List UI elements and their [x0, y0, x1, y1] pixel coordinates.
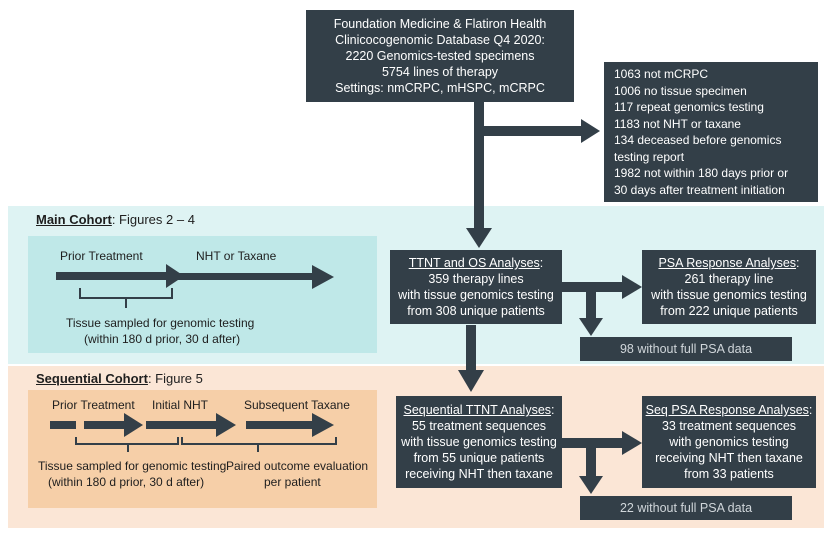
main-cohort-subtitle: : Figures 2 – 4: [111, 212, 195, 227]
main-nht-taxane-label: NHT or Taxane: [196, 249, 277, 263]
exclusion-line: testing report: [614, 149, 685, 164]
exclusion-line: 1982 not within 180 days prior or: [614, 166, 789, 180]
psa-header-text: PSA Response Analyses: [658, 256, 797, 270]
seq-psa-header: Seq PSA Response Analyses:: [646, 402, 813, 418]
ttnt-os-line: with tissue genomics testing: [398, 288, 554, 302]
seq-ttnt-line: from 55 unique patients: [413, 451, 545, 465]
seq-ttnt-line: with tissue genomics testing: [401, 435, 557, 449]
seq-prior-treatment-label: Prior Treatment: [52, 398, 135, 412]
seq-ttnt-header-colon: :: [551, 403, 555, 417]
main-cohort-title: Main Cohort: Figures 2 – 4: [36, 212, 195, 227]
seq-psa-line: 33 treatment sequences: [661, 419, 797, 433]
seq-tissue-label: Tissue sampled for genomic testing: [38, 459, 227, 473]
seq-psa-line: with genomics testing: [669, 435, 789, 449]
seq-initial-nht-label: Initial NHT: [152, 398, 209, 412]
ttnt-os-header-colon: :: [539, 256, 544, 270]
psa-line: 261 therapy line: [684, 272, 774, 286]
seq-psa-response-box: Seq PSA Response Analyses: 33 treatment …: [642, 396, 816, 488]
exclusion-line: 134 deceased before genomics: [614, 133, 782, 147]
seq-paired-label: Paired outcome evaluation: [226, 459, 369, 473]
ttnt-os-header: TTNT and OS Analyses:: [409, 255, 544, 271]
main-cohort-title-text: Main Cohort: [36, 212, 112, 227]
seq-tissue-window-label: (within 180 d prior, 30 d after): [48, 475, 205, 489]
source-line: Clinicocogenomic Database Q4 2020:: [335, 33, 545, 47]
main-tissue-window-label: (within 180 d prior, 30 d after): [84, 332, 241, 346]
seq-psa-header-text: Seq PSA Response Analyses: [645, 403, 809, 417]
source-line: Foundation Medicine & Flatiron Health: [333, 17, 547, 31]
exclusion-line: 1183 not NHT or taxane: [614, 116, 741, 131]
seq-psa-header-colon: :: [808, 403, 813, 417]
main-cohort-timeline-panel: [28, 236, 377, 353]
seq-paired-sub-label: per patient: [264, 475, 321, 489]
main-prior-treatment-label: Prior Treatment: [60, 249, 143, 263]
exclusion-box: 1063 not mCRPC 1006 no tissue specimen 1…: [604, 62, 818, 202]
sequential-ttnt-box: Sequential TTNT Analyses: 55 treatment s…: [396, 396, 562, 488]
sequential-cohort-title: Sequential Cohort: Figure 5: [36, 371, 203, 386]
seq-ttnt-header-text: Sequential TTNT Analyses: [403, 403, 552, 417]
exclusion-line: 30 days after treatment initiation: [614, 182, 785, 197]
source-line: 5754 lines of therapy: [381, 65, 499, 79]
ttnt-os-line: from 308 unique patients: [407, 304, 545, 318]
source-line: Settings: nmCRPC, mHSPC, mCRPC: [335, 81, 545, 95]
source-line: 2220 Genomics-tested specimens: [345, 49, 535, 63]
sequential-cohort-timeline-panel: [28, 390, 377, 508]
seq-ttnt-line: 55 treatment sequences: [411, 419, 547, 433]
psa-line: from 222 unique patients: [660, 304, 798, 318]
seq-psa-line: receiving NHT then taxane: [655, 451, 803, 465]
psa-missing-note: 98 without full PSA data: [580, 337, 792, 361]
main-tissue-label: Tissue sampled for genomic testing: [66, 316, 255, 330]
psa-line: with tissue genomics testing: [651, 288, 807, 302]
seq-psa-missing-note: 22 without full PSA data: [580, 496, 792, 520]
source-database-box: Foundation Medicine & Flatiron Health Cl…: [306, 10, 574, 102]
seq-psa-line: from 33 patients: [684, 467, 774, 481]
seq-ttnt-header: Sequential TTNT Analyses:: [403, 402, 554, 418]
exclusion-line: 1006 no tissue specimen: [614, 83, 747, 98]
seq-subsequent-taxane-label: Subsequent Taxane: [244, 398, 350, 412]
sequential-cohort-subtitle: : Figure 5: [147, 371, 203, 386]
psa-header: PSA Response Analyses:: [658, 255, 799, 271]
seq-ttnt-line: receiving NHT then taxane: [405, 467, 553, 481]
psa-header-colon: :: [796, 256, 800, 270]
exclusion-line: 117 repeat genomics testing: [614, 100, 764, 114]
sequential-cohort-title-text: Sequential Cohort: [36, 371, 148, 386]
psa-response-box: PSA Response Analyses: 261 therapy line …: [642, 250, 816, 324]
ttnt-os-box: TTNT and OS Analyses: 359 therapy lines …: [390, 250, 562, 324]
ttnt-os-header-text: TTNT and OS Analyses: [408, 256, 540, 270]
ttnt-os-line: 359 therapy lines: [428, 272, 524, 286]
exclusion-line: 1063 not mCRPC: [614, 67, 709, 81]
